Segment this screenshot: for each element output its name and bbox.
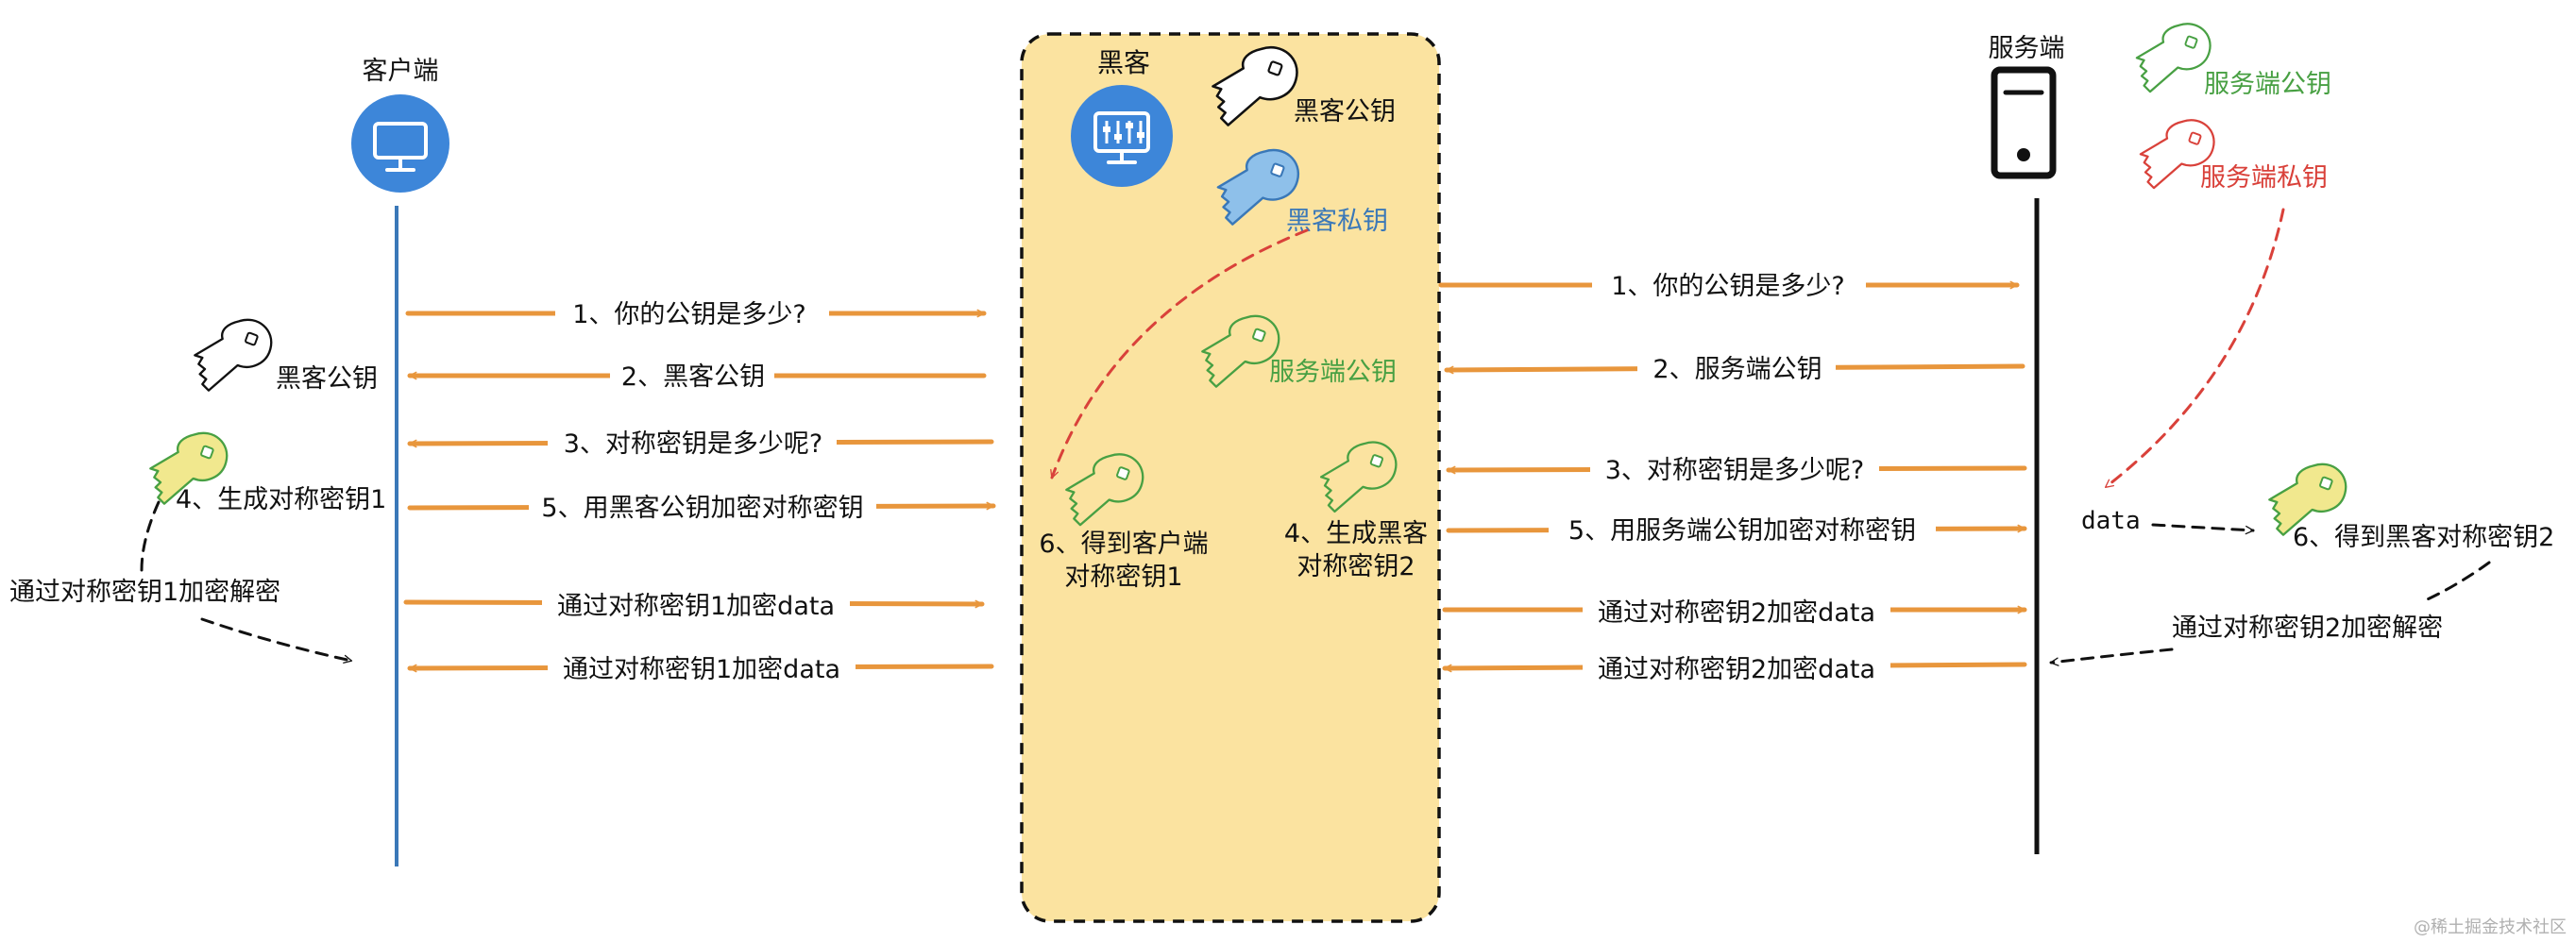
hacker-zone xyxy=(1020,32,1441,923)
right-message-2: 2、服务端公钥 xyxy=(1652,355,1822,384)
client-hacker-public-key-icon xyxy=(194,318,273,392)
server-title: 服务端 xyxy=(1989,34,2065,63)
hacker-gen-key-line2: 对称密钥2 xyxy=(1296,552,1415,581)
server-key-dash-down xyxy=(2419,561,2491,604)
watermark: @稀土掘金技术社区 xyxy=(2414,917,2567,937)
right-label-bg-1 xyxy=(1592,266,1866,304)
client-generate-key-label: 4、生成对称密钥1 xyxy=(176,485,386,514)
server-private-key-label: 服务端私钥 xyxy=(2200,163,2328,193)
server-public-key-label: 服务端公钥 xyxy=(2204,70,2331,99)
left-message-2: 2、黑客公钥 xyxy=(621,362,765,392)
right-message-1: 1、你的公钥是多少? xyxy=(1611,272,1845,301)
server-public-key-icon xyxy=(2135,23,2212,93)
hacker-public-key-label: 黑客公钥 xyxy=(1294,97,1396,126)
right-label-bg-3 xyxy=(1590,450,1879,488)
monitor-icon xyxy=(351,94,449,193)
client-key-dash-up xyxy=(140,500,161,572)
left-message-6: 通过对称密钥1加密data xyxy=(563,655,840,684)
hacker-title: 黑客 xyxy=(1097,47,1150,78)
left-message-4: 5、用黑客公钥加密对称密钥 xyxy=(541,494,863,523)
left-label-bg-6 xyxy=(548,649,856,687)
server-got-key-label: 6、得到黑客对称密钥2 xyxy=(2293,523,2554,552)
left-label-bg-5 xyxy=(542,586,850,624)
client-key-dash-arrow xyxy=(200,617,353,664)
left-label-bg-3 xyxy=(548,424,837,462)
right-label-bg-6 xyxy=(1583,649,1890,687)
right-message-3: 3、对称密钥是多少呢? xyxy=(1605,456,1865,485)
client-title: 客户端 xyxy=(363,57,439,86)
client-hacker-public-key-label: 黑客公钥 xyxy=(276,364,378,394)
server-data-dash-arrow xyxy=(2151,523,2255,535)
left-message-5: 通过对称密钥1加密data xyxy=(557,592,835,621)
right-message-6: 通过对称密钥2加密data xyxy=(1598,655,1875,684)
hacker-gen-key-line1: 4、生成黑客 xyxy=(1284,519,1428,548)
hacker-server-public-key-label: 服务端公钥 xyxy=(1269,358,1397,387)
hacker-got-key-line1: 6、得到客户端 xyxy=(1039,530,1208,559)
left-message-3: 3、对称密钥是多少呢? xyxy=(564,429,823,459)
server-private-key-dash-arrow xyxy=(2104,208,2285,489)
left-label-bg-1 xyxy=(555,294,829,332)
control-panel-monitor-icon xyxy=(1071,85,1173,187)
right-label-bg-5 xyxy=(1583,593,1890,631)
hacker-private-key-dash-arrow xyxy=(1050,228,1309,479)
server-decrypt-dash-arrow xyxy=(2049,648,2174,666)
right-label-bg-2 xyxy=(1637,349,1836,387)
server-tower-icon xyxy=(1991,66,2057,179)
server-data-label: data xyxy=(2081,507,2141,535)
right-message-4: 5、用服务端公钥加密对称密钥 xyxy=(1568,516,1916,546)
right-label-bg-4 xyxy=(1549,511,1936,548)
client-decrypt-note: 通过对称密钥1加密解密 xyxy=(9,578,280,607)
hacker-got-key-line2: 对称密钥1 xyxy=(1064,563,1182,592)
server-decrypt-note: 通过对称密钥2加密解密 xyxy=(2172,614,2443,643)
left-label-bg-4 xyxy=(529,488,876,526)
left-message-1: 1、你的公钥是多少? xyxy=(572,300,806,329)
right-message-5: 通过对称密钥2加密data xyxy=(1598,598,1875,628)
left-label-bg-2 xyxy=(610,357,774,395)
